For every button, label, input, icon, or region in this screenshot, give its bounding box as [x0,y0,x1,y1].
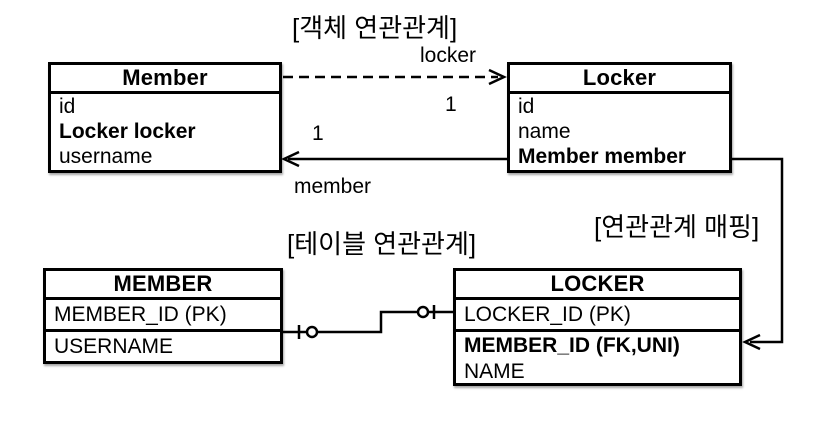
edge-label-locker: locker [420,44,477,67]
class-locker-field-member: Member member [518,145,687,169]
table-member-row-username: USERNAME [54,334,174,358]
class-locker-title: Locker [510,65,729,94]
section-title-object-relation: [객체 연관관계] [292,13,458,43]
mapping-arrowhead-left-icon [742,333,761,351]
label-mapping: [연관관계 매핑] [594,212,760,242]
class-member-field-username: username [59,145,153,169]
table-locker-title: LOCKER [456,271,739,300]
class-box-locker: Locker id name Member member [507,62,732,173]
table-box-locker: LOCKER LOCKER_ID (PK) MEMBER_ID (FK,UNI)… [453,268,742,386]
table-locker-cell-fk-name: MEMBER_ID (FK,UNI) NAME [456,332,739,385]
class-locker-field-id: id [518,94,535,118]
table-locker-row-member-id-fk: MEMBER_ID (FK,UNI) [464,334,680,357]
cardinality-zero-circle-left-icon [305,325,319,339]
table-locker-row-locker-id: LOCKER_ID (PK) [456,300,739,332]
table-member-row-member-id: MEMBER_ID (PK) [46,300,280,332]
table-box-member: MEMBER MEMBER_ID (PK) USERNAME [43,268,283,364]
class-member-field-locker: Locker locker [59,119,196,143]
class-locker-field-name: name [518,119,571,143]
mapping-line [729,157,784,344]
arrowhead-right-icon [488,68,507,86]
class-box-member: Member id Locker locker username [48,62,282,173]
table-member-body: MEMBER_ID (PK) USERNAME [46,300,280,361]
cardinality-zero-circle-right-icon [416,305,430,319]
class-member-body: id Locker locker username [51,94,279,170]
table-locker-row-name: NAME [464,360,525,383]
arrowhead-left-icon [281,150,300,168]
table-locker-body: LOCKER_ID (PK) MEMBER_ID (FK,UNI) NAME [456,300,739,385]
edge-label-member: member [294,175,372,198]
class-member-title: Member [51,65,279,94]
class-locker-body: id name Member member [510,94,729,170]
multiplicity-one-locker-side: 1 [445,93,457,116]
table-member-title: MEMBER [46,271,280,300]
multiplicity-one-member-side: 1 [312,122,324,145]
class-member-field-id: id [59,94,76,118]
section-title-table-relation: [테이블 연관관계] [287,229,477,259]
